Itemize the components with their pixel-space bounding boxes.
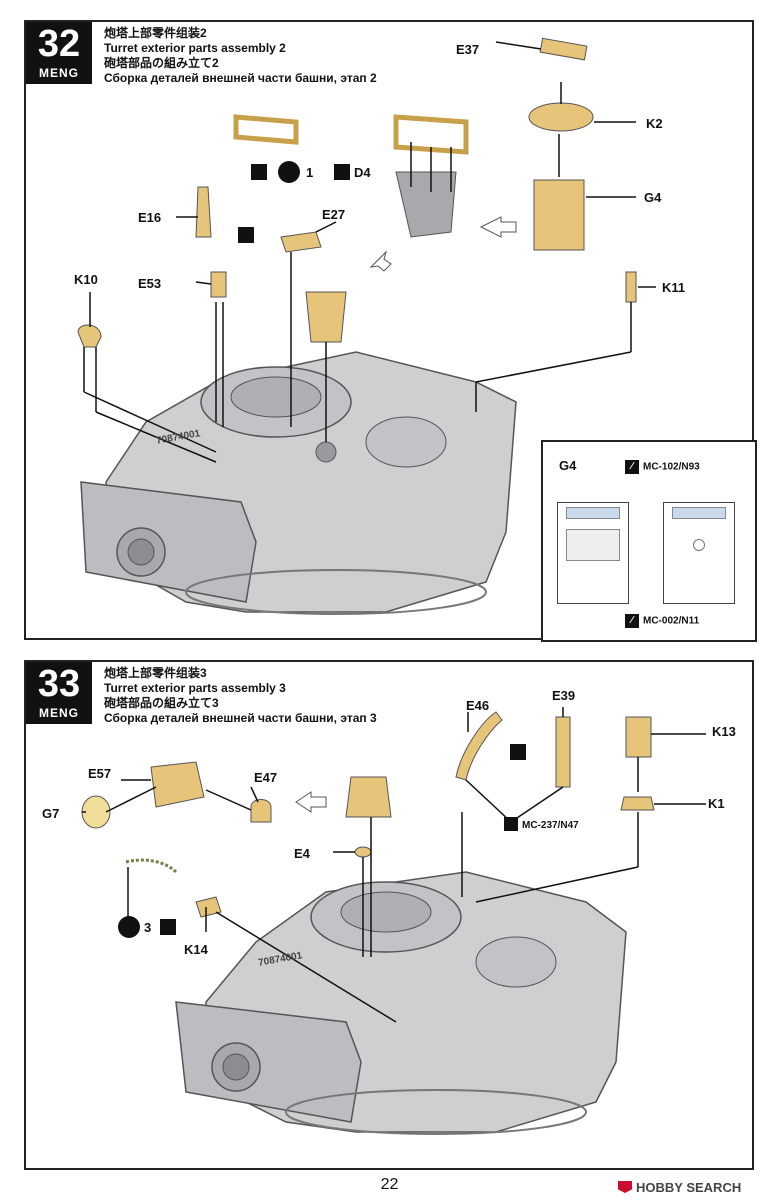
step-32-panel: 32 MENG 炮塔上部零件组装2 Turret exterior parts … — [24, 20, 757, 642]
w-badge-icon — [278, 161, 300, 183]
part-k13 — [625, 716, 652, 758]
label-g7: G7 — [42, 806, 60, 821]
label-e46: E46 — [466, 698, 490, 713]
label-e57: E57 — [88, 766, 112, 781]
label-e27: E27 — [322, 207, 346, 222]
title-jp: 砲塔部品の組み立て2 — [104, 56, 219, 70]
inset-part-label: G4 — [559, 458, 577, 473]
label-e16: E16 — [138, 210, 162, 225]
flip-icon — [510, 744, 526, 760]
step-33-badge: 33 MENG — [26, 662, 92, 724]
part-handle-d4 — [393, 114, 469, 155]
label-e4: E4 — [294, 846, 310, 861]
title-en: Turret exterior parts assembly 2 — [104, 41, 286, 55]
part-d4 — [395, 171, 457, 238]
part-cap — [345, 776, 392, 818]
label-k11: K11 — [662, 280, 686, 295]
leader-lines — [82, 707, 706, 1023]
label-e37: E37 — [456, 42, 480, 57]
part-k10 — [77, 324, 102, 348]
hollow-arrow-right — [295, 791, 327, 813]
hollow-arrow-diag — [369, 250, 392, 272]
step-33-drawing — [81, 707, 706, 1135]
part-e37 — [539, 37, 588, 61]
label-e53: E53 — [138, 276, 162, 291]
turret-mantlet — [175, 1001, 362, 1123]
part-g4 — [533, 179, 585, 251]
color-note: MC-237/N47 — [522, 820, 579, 831]
label-e39: E39 — [552, 688, 576, 703]
turret-mantlet — [80, 481, 257, 603]
brand-logo: MENG — [39, 706, 79, 720]
w-count: 1 — [306, 165, 314, 180]
hollow-arrow-right — [479, 216, 517, 238]
step-number: 33 — [37, 663, 81, 705]
part-k11 — [625, 271, 637, 303]
label-d4: D4 — [354, 165, 371, 180]
part-e27 — [280, 231, 322, 253]
part-k2 — [528, 102, 594, 132]
flip-icon — [334, 164, 350, 180]
part-e39 — [555, 716, 571, 788]
g4-color-inset: G4 ∕MC-102/N93 ∕MC-002/N11 — [541, 440, 757, 642]
label-k1: K1 — [708, 796, 725, 811]
title-ru: Сборка деталей внешней части башни, этап… — [104, 71, 377, 85]
part-k1 — [620, 796, 655, 811]
part-e4 — [354, 846, 372, 858]
glue-icon — [251, 164, 267, 180]
title-cn: 炮塔上部零件组装3 — [104, 666, 207, 680]
part-e53 — [210, 271, 227, 298]
label-k14: K14 — [184, 942, 208, 957]
label-e47: E47 — [254, 770, 278, 785]
part-e16 — [195, 186, 212, 238]
brush-icon: ∕ — [625, 460, 639, 474]
title-en: Turret exterior parts assembly 3 — [104, 681, 286, 695]
w-count: 3 — [144, 920, 152, 935]
brush-icon: ∕ — [625, 614, 639, 628]
g4-front-view — [557, 502, 629, 604]
label-k2: K2 — [646, 116, 663, 131]
title-ru: Сборка деталей внешней части башни, этап… — [104, 711, 377, 725]
part-e47 — [250, 799, 272, 823]
g4-back-view — [663, 502, 735, 604]
brush-icon-box — [504, 817, 518, 831]
watermark: HOBBY SEARCH — [618, 1180, 741, 1195]
glue-icon — [160, 919, 176, 935]
part-handle-top — [233, 114, 299, 145]
brand-logo: MENG — [39, 66, 79, 80]
part-k14 — [195, 896, 222, 918]
step-number: 32 — [37, 23, 81, 65]
leader-lines — [83, 41, 656, 463]
part-e57 — [150, 761, 205, 808]
loader-hatch — [475, 936, 557, 988]
label-k10: K10 — [74, 272, 98, 287]
part-e46 — [455, 711, 503, 781]
label-g4: G4 — [644, 190, 662, 205]
page-number: 22 — [380, 1176, 399, 1193]
part-lock-e — [305, 291, 347, 343]
flip-icon-2 — [238, 227, 254, 243]
part-g7 — [81, 795, 111, 829]
step-33-titles: 炮塔上部零件组装3 Turret exterior parts assembly… — [104, 666, 377, 726]
step-32-drawing — [77, 37, 656, 615]
step-32-titles: 炮塔上部零件组装2 Turret exterior parts assembly… — [104, 26, 377, 86]
step-32-badge: 32 MENG — [26, 22, 92, 84]
loader-hatch — [365, 416, 447, 468]
turret-ring — [285, 1089, 587, 1135]
inset-color-bottom: ∕MC-002/N11 — [625, 614, 699, 628]
title-cn: 炮塔上部零件组装2 — [104, 26, 207, 40]
title-jp: 砲塔部品の組み立て3 — [104, 696, 219, 710]
inset-color-top: ∕MC-102/N93 — [625, 460, 700, 474]
label-k13: K13 — [712, 724, 736, 739]
hobby-search-logo-icon — [618, 1181, 632, 1193]
part-chain — [125, 858, 178, 874]
turret-ring — [185, 569, 487, 615]
w-badge-icon — [118, 916, 140, 938]
step-33-panel: 33 MENG 炮塔上部零件组装3 Turret exterior parts … — [24, 660, 754, 1170]
